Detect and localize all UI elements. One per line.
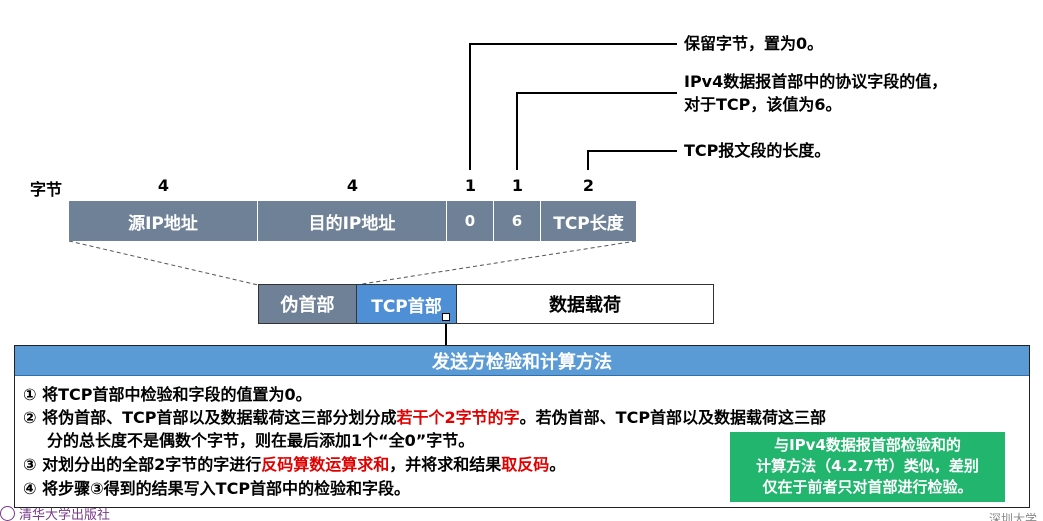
segment-payload: 数据载荷 — [456, 284, 714, 324]
step-3-text-e: 。 — [549, 455, 566, 474]
step-3-emphasis-sum: 反码算数运算求和 — [261, 455, 390, 474]
protocol-leader — [516, 92, 677, 170]
byte-count-length: 2 — [582, 176, 595, 195]
field-destination-ip: 目的IP地址 — [258, 201, 447, 241]
protocol-annotation-line2: 对于TCP，该值为6。 — [684, 95, 842, 114]
step-3-text-c: ，并将求和结果 — [389, 455, 502, 474]
length-leader — [587, 150, 677, 170]
byte-count-proto: 1 — [511, 176, 524, 195]
step-2-text-c: 。若伪首部、TCP首部以及数据载荷这三部 — [519, 408, 827, 427]
protocol-annotation-line1: IPv4数据报首部中的协议字段的值， — [684, 72, 948, 91]
step-2-emphasis: 若干个2字节的字 — [396, 408, 520, 427]
step-3-text-a: ③ 对划分出的全部2字节的字进行 — [23, 455, 262, 474]
projection-left — [68, 240, 259, 286]
byte-count-dst: 4 — [346, 176, 359, 195]
publisher-logo-icon — [0, 506, 15, 521]
comparison-note: 与IPv4数据报首部检验和的 计算方法（4.2.7节）类似，差别 仅在于前者只对… — [730, 432, 1005, 502]
publisher-footer: 清华大学出版社 — [0, 506, 110, 521]
byte-count-src: 4 — [157, 176, 170, 195]
note-line-2: 计算方法（4.2.7节）类似，差别 — [756, 457, 979, 475]
step-2: ② 将伪首部、TCP首部以及数据载荷这三部分划分成若干个2字节的字。若伪首部、T… — [23, 407, 826, 429]
segment-tcp-header: TCP首部 — [356, 284, 457, 324]
step-4: ④ 将步骤③得到的结果写入TCP首部中的检验和字段。 — [23, 479, 411, 498]
segment-pseudo-header: 伪首部 — [258, 284, 357, 324]
method-title: 发送方检验和计算方法 — [15, 346, 1029, 376]
note-line-3: 仅在于前者只对首部进行检验。 — [762, 478, 973, 496]
step-3-emphasis-complement: 取反码 — [501, 455, 550, 474]
step-2-text-a: ② 将伪首部、TCP首部以及数据载荷这三部分划分成 — [23, 408, 397, 427]
bytes-label: 字节 — [30, 180, 63, 199]
field-tcp-length: TCP长度 — [541, 201, 636, 241]
field-source-ip: 源IP地址 — [69, 201, 258, 241]
reserved-leader — [469, 43, 677, 170]
byte-count-zero: 1 — [464, 176, 477, 195]
corner-label: 深圳大学 — [988, 512, 1037, 521]
checksum-marker — [442, 313, 450, 321]
length-annotation: TCP报文段的长度。 — [684, 141, 831, 160]
projection-right — [355, 240, 637, 286]
note-line-1: 与IPv4数据报首部检验和的 — [774, 436, 961, 454]
field-protocol: 6 — [494, 201, 541, 241]
publisher-name: 清华大学出版社 — [19, 508, 111, 521]
step-3: ③ 对划分出的全部2字节的字进行反码算数运算求和，并将求和结果取反码。 — [23, 454, 565, 476]
step-2-continuation: 分的总长度不是偶数个字节，则在最后添加1个“全0”字节。 — [47, 431, 475, 450]
reserved-annotation: 保留字节，置为0。 — [684, 34, 824, 53]
step-1: ① 将TCP首部中检验和字段的值置为0。 — [23, 385, 312, 404]
field-reserved: 0 — [447, 201, 494, 241]
